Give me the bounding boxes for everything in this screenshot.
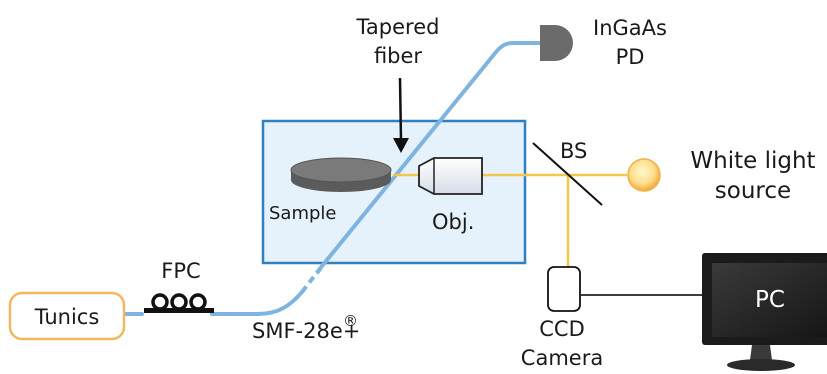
tapered-fiber-label-line1: Tapered [356, 15, 440, 39]
camera-icon [547, 266, 581, 312]
objective-label: Obj. [432, 210, 474, 234]
smf-label: SMF-28e+ [252, 319, 360, 343]
white-light-label-line1: White light [690, 148, 815, 174]
beam-splitter-icon [532, 142, 603, 206]
pc-label: PC [755, 287, 785, 313]
disk-sample-icon [290, 157, 392, 192]
microscope-objective-icon [418, 157, 483, 195]
smf-label-superscript: ® [343, 312, 358, 330]
smf-label-main: SMF-28e+ [252, 319, 360, 343]
tapered-fiber-label-line2: fiber [374, 44, 422, 68]
sample-label: Sample [269, 203, 337, 224]
fiber-dashed-segment [300, 264, 324, 294]
photodetector-label-line1: InGaAs [593, 16, 667, 40]
light-path [393, 173, 627, 267]
detector-dome-icon [540, 25, 573, 61]
monitor-icon [702, 253, 827, 371]
tunics-box [8, 291, 126, 341]
photodetector-label-line2: PD [616, 45, 645, 69]
ccd-label-line1: CCD [539, 317, 585, 341]
fiber-polarization-controller-icon [144, 293, 214, 313]
ccd-label-line2: Camera [521, 346, 603, 370]
beam-splitter-label: BS [560, 139, 587, 163]
light-bulb-icon [627, 158, 661, 192]
fpc-label: FPC [161, 259, 200, 283]
white-light-label-line2: source [715, 178, 791, 204]
tapered-fiber-arrow [393, 77, 409, 153]
sample-chamber-box [261, 119, 527, 265]
tunics-label: Tunics [34, 305, 100, 329]
